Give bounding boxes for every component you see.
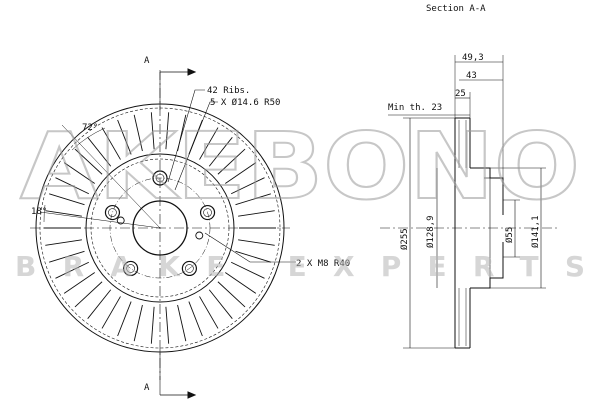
rib [74,148,103,175]
rib [55,177,90,195]
bolt-hole-inner [126,264,135,273]
bolt-hole [152,170,168,186]
section-arrowhead-bottom [187,391,197,399]
angle-line-18 [39,211,161,229]
rib [208,137,233,167]
rib [217,281,246,308]
rib [199,127,219,160]
dim-d141: Ø141,1 [530,215,541,248]
rib [150,306,155,344]
rib [199,296,219,329]
section-title: Section A-A [426,4,486,14]
bolt-hole-inner [155,173,165,183]
threaded-hole [116,216,125,225]
hat-outer [85,153,235,303]
rib [165,112,170,150]
angle-arc-18 [43,204,46,223]
bolt-hole-inner [185,264,194,273]
rib [117,301,132,337]
bolt-hole [181,260,197,277]
thread-callout: 2 X M8 R40 [296,259,350,269]
bolt-hole-inner [108,208,117,217]
threaded-hole [195,231,204,240]
watermark: AKEBONO BRAKE EXPERTS [15,112,585,283]
bolt-hole [104,204,121,221]
bolt-hole [123,260,139,277]
rib [217,148,246,175]
min-thickness-label: Min th. 23 [388,103,442,113]
rib [117,119,132,155]
dim-width-total: 49,3 [462,53,484,63]
bolt-hole-inner [203,208,212,217]
rib [55,261,90,279]
wheel-bolt-holes [104,170,216,277]
rib [101,296,121,329]
section-arrowhead-top [187,68,197,76]
rib [188,301,203,337]
rib [165,306,170,344]
rib [101,127,121,160]
bolt-circle [109,177,211,279]
dim-width-43: 43 [466,71,477,81]
thread-angle-label: 18° [31,207,47,217]
bolt-hole [199,204,216,221]
center-bore [132,200,188,256]
rib [225,162,257,184]
rib [45,239,82,246]
ribs-callout: 42 Ribs. [207,86,250,96]
rib [235,250,271,263]
thread-leader [204,232,296,263]
section-view [380,55,560,349]
rib [230,261,265,279]
section-marker-bottom: A [144,383,150,393]
front-view [30,68,296,399]
rib [63,162,95,184]
dim-width-25: 25 [455,89,466,99]
rib [208,289,233,319]
rib [74,281,103,308]
rib [238,210,275,217]
rib [225,272,257,294]
hat-hidden [90,158,230,298]
rib [45,210,82,217]
dim-d55: Ø55 [504,227,515,243]
dim-d128: Ø128,9 [425,215,436,248]
rib [49,193,85,206]
threaded-holes [116,216,204,240]
holes-callout: 5 X Ø14.6 R50 [210,97,280,108]
rib [49,250,85,263]
rib [177,304,187,342]
rib [238,239,275,246]
rib [63,272,95,294]
rib [87,137,112,167]
section-marker-top: A [144,56,150,66]
angle-arc-72 [71,127,106,151]
angle-line-72 [61,124,161,229]
rib [87,289,112,319]
dim-d255: Ø255 [399,228,410,250]
rib [133,304,143,342]
rib-angle-label: 72° [82,123,98,133]
rib [230,177,265,195]
watermark-tagline: BRAKE EXPERTS [15,250,585,283]
holes-leader [174,101,218,191]
rib [150,112,155,150]
rib [235,193,271,206]
watermark-brand: AKEBONO [20,113,580,220]
rib [133,114,143,152]
ribs-leader [167,89,205,183]
